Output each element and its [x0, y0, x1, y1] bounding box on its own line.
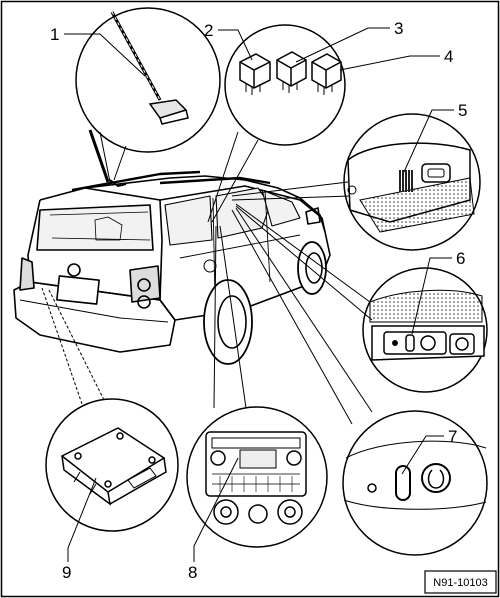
relay-group — [207, 24, 346, 223]
detail-circle-9 — [41, 287, 179, 532]
detail-circle-5 — [231, 113, 481, 251]
callout-8: 8 — [188, 563, 197, 582]
callout-4: 4 — [444, 47, 453, 66]
callout-7: 7 — [448, 427, 457, 446]
callout-5: 5 — [458, 101, 467, 120]
detail-circle-antenna — [75, 7, 221, 183]
callout-9: 9 — [62, 563, 71, 582]
detail-circle-8 — [186, 225, 328, 548]
detail-circle-6 — [235, 203, 488, 393]
figure-id-box: N91-10103 — [424, 570, 497, 594]
figure-id: N91-10103 — [433, 577, 487, 589]
callout-2: 2 — [204, 21, 213, 40]
callout-1: 1 — [50, 25, 59, 44]
detail-circle-7 — [231, 207, 488, 556]
callout-3: 3 — [394, 19, 403, 38]
callout-numbers: 1 2 3 4 5 6 7 8 9 — [50, 19, 467, 582]
callout-leaders — [64, 27, 454, 562]
callout-6: 6 — [456, 249, 465, 268]
station-wagon — [13, 129, 331, 365]
